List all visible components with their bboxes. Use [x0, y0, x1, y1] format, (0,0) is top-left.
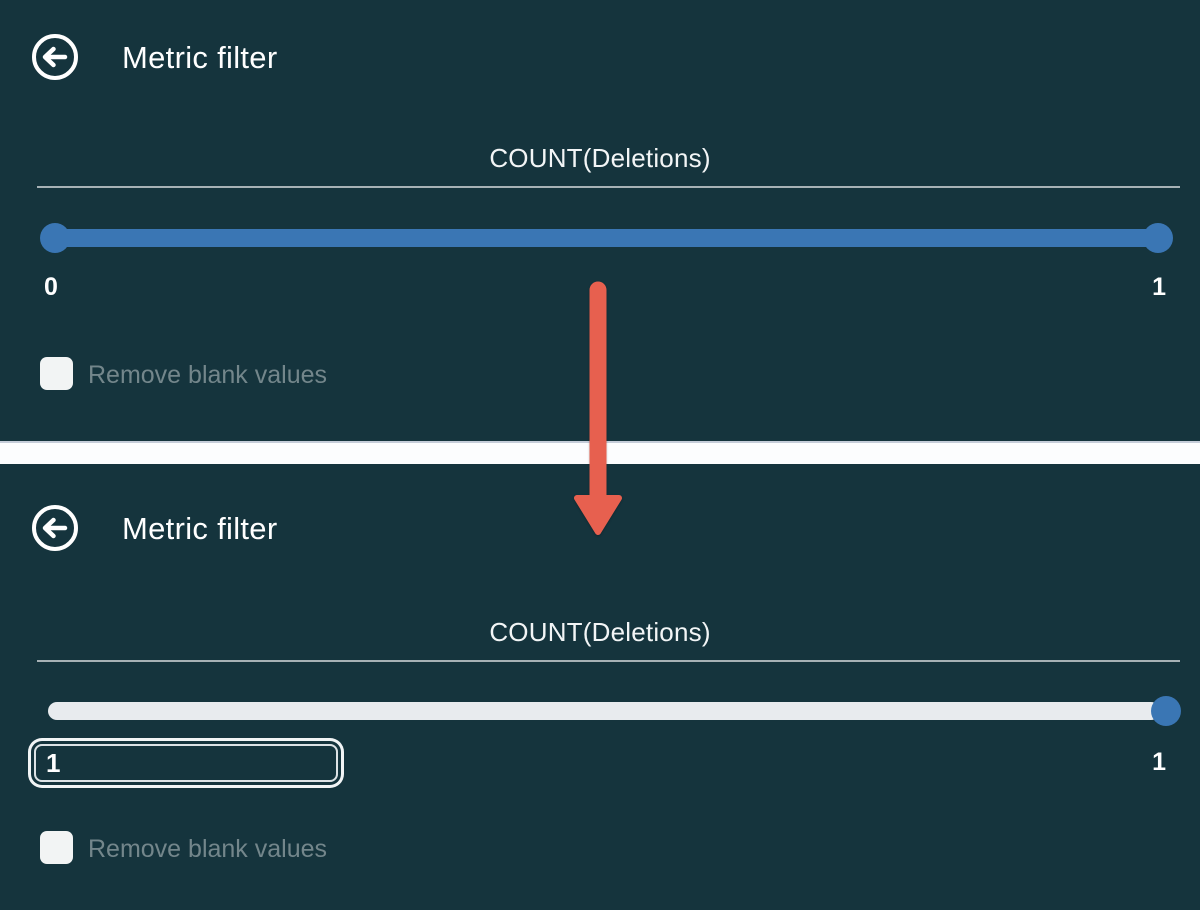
remove-blank-label: Remove blank values: [88, 835, 328, 863]
range-slider-handle-max[interactable]: [1151, 696, 1181, 726]
metric-label: COUNT(Deletions): [489, 617, 711, 647]
page-title: Metric filter: [122, 40, 278, 75]
remove-blank-checkbox[interactable]: [40, 357, 73, 390]
range-slider-track[interactable]: [48, 702, 1160, 720]
back-button[interactable]: [31, 33, 79, 81]
back-arrow-icon: [32, 34, 78, 80]
remove-blank-label: Remove blank values: [88, 361, 328, 389]
panel-separator: [0, 441, 1200, 464]
slider-min-value: 0: [44, 273, 58, 301]
metric-label: COUNT(Deletions): [489, 143, 711, 173]
metric-filter-panel-after: Metric filter COUNT(Deletions) 1 Remove …: [0, 464, 1200, 910]
slider-max-value: 1: [1152, 273, 1166, 301]
page-title: Metric filter: [122, 511, 278, 546]
range-slider-track[interactable]: [48, 229, 1160, 247]
back-button[interactable]: [31, 504, 79, 552]
remove-blank-checkbox[interactable]: [40, 831, 73, 864]
range-slider-handle-max[interactable]: [1143, 223, 1173, 253]
slider-max-value: 1: [1152, 748, 1166, 776]
metric-divider: [37, 660, 1180, 662]
metric-filter-panel-before: Metric filter COUNT(Deletions) 0 1 Remov…: [0, 0, 1200, 441]
slider-min-input[interactable]: [34, 744, 338, 782]
back-arrow-icon: [32, 505, 78, 551]
metric-divider: [37, 186, 1180, 188]
range-slider-handle-min[interactable]: [40, 223, 70, 253]
